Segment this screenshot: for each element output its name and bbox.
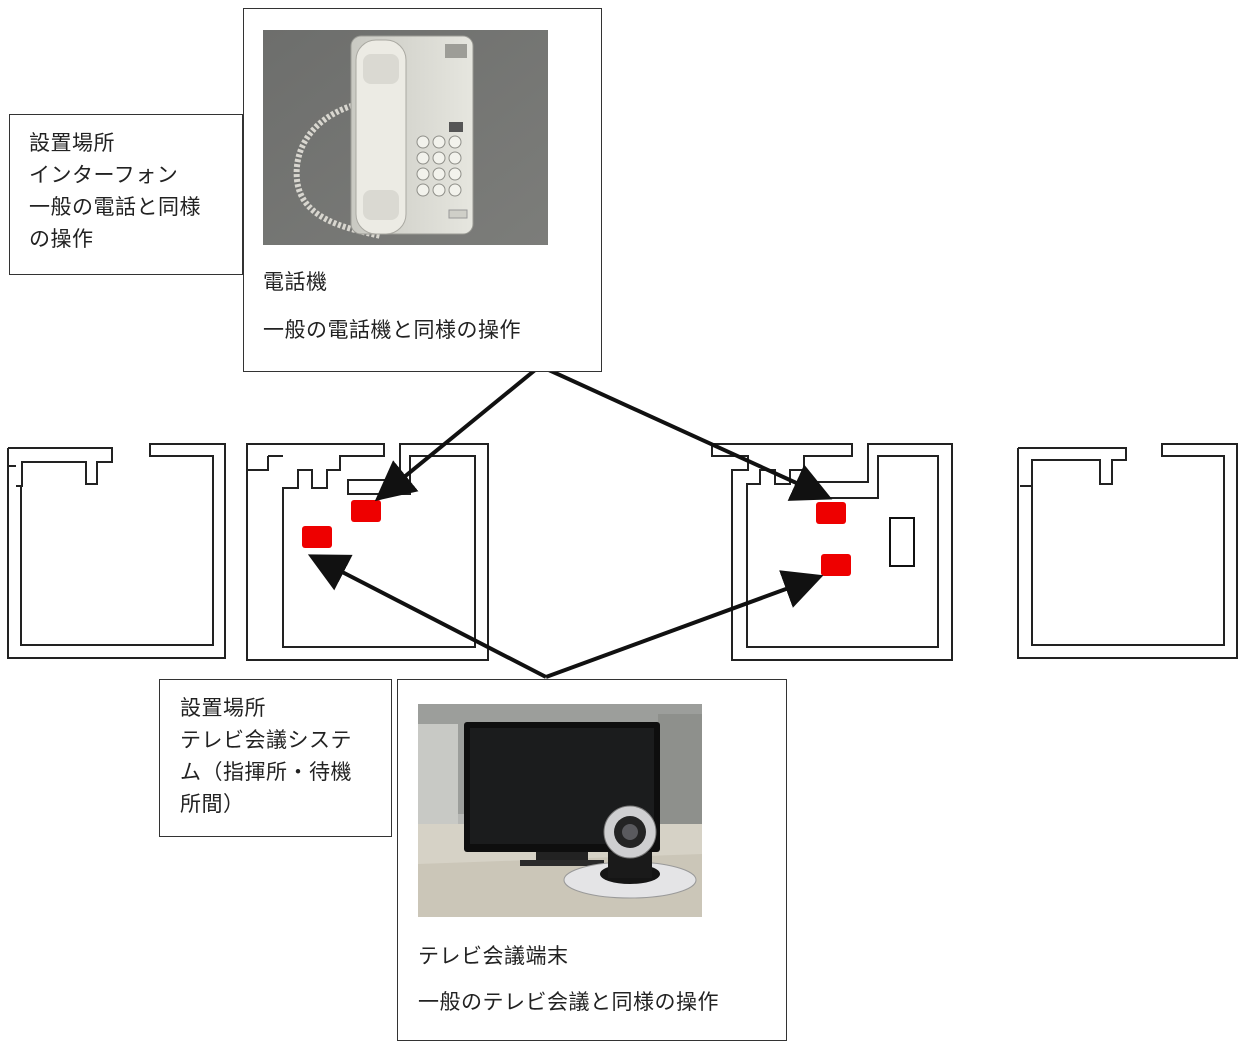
phone-marker-room-2 <box>351 500 381 522</box>
room-4 <box>1017 443 1238 659</box>
video-conf-location-note: 設置場所 テレビ会議システ ム（指揮所・待機 所間） <box>159 679 392 837</box>
video-conf-title: テレビ会議端末 <box>418 944 569 968</box>
device-outline-icon <box>889 517 915 567</box>
arrow-phone-to-room-3 <box>539 364 833 501</box>
phone-marker-room-3 <box>816 502 846 524</box>
telephone-title: 電話機 <box>263 270 328 294</box>
intercom-location-text: 設置場所 インターフォン 一般の電話と同様 の操作 <box>29 131 201 251</box>
intercom-location-note: 設置場所 インターフォン 一般の電話と同様 の操作 <box>9 114 243 275</box>
video-conf-location-text: 設置場所 テレビ会議システ ム（指揮所・待機 所間） <box>180 696 352 816</box>
telephone-photo <box>263 30 548 245</box>
video-conf-description: 一般のテレビ会議と同様の操作 <box>418 990 719 1014</box>
room-3 <box>711 443 953 661</box>
arrow-conference-to-room-2 <box>307 554 547 679</box>
room-1 <box>7 443 226 659</box>
telephone-description: 一般の電話機と同様の操作 <box>263 318 521 342</box>
arrow-phone-to-room-2 <box>374 364 542 502</box>
video-conf-photo <box>418 704 702 917</box>
video-conf-card: テレビ会議端末 一般のテレビ会議と同様の操作 <box>397 679 787 1041</box>
room-2 <box>246 443 489 661</box>
conference-marker-room-2 <box>302 526 332 548</box>
arrow-conference-to-room-3 <box>545 570 824 679</box>
telephone-card: 電話機 一般の電話機と同様の操作 <box>243 8 602 372</box>
conference-marker-room-3 <box>821 554 851 576</box>
